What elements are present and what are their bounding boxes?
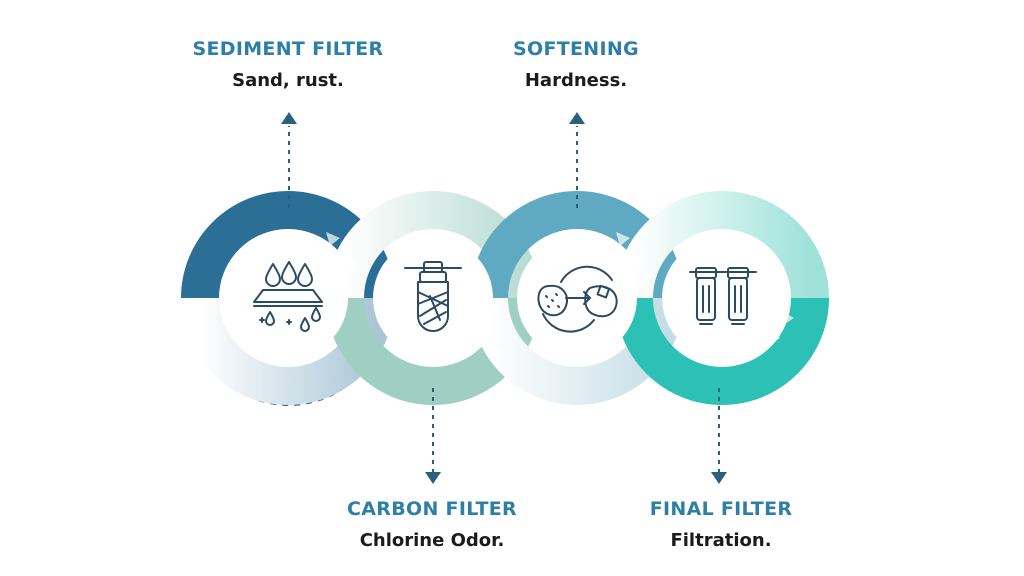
carbon-label: CARBON FILTER Chlorine Odor. xyxy=(302,498,562,551)
twin-filter-icon xyxy=(689,267,757,325)
sediment-label: SEDIMENT FILTER Sand, rust. xyxy=(158,38,418,91)
sediment-center xyxy=(228,238,348,358)
stage-subtitle: Hardness. xyxy=(524,70,628,91)
stage-subtitle: Filtration. xyxy=(670,530,772,551)
stage-title: CARBON FILTER xyxy=(347,498,517,520)
stage-title: SEDIMENT FILTER xyxy=(192,38,384,60)
stage-subtitle: Chlorine Odor. xyxy=(359,530,505,551)
final-label: FINAL FILTER Filtration. xyxy=(591,498,851,551)
stage-subtitle: Sand, rust. xyxy=(232,70,344,91)
final-center xyxy=(662,238,782,358)
flow-arrow-icon xyxy=(632,256,646,270)
arrow-down-icon xyxy=(711,472,727,484)
flow-arrow-icon xyxy=(344,256,358,270)
flow-arrow-icon xyxy=(616,232,630,246)
stage-title: FINAL FILTER xyxy=(649,498,793,520)
arrow-down-icon xyxy=(425,472,441,484)
arrow-up-icon xyxy=(281,112,297,124)
stage-title: SOFTENING xyxy=(513,38,639,60)
flow-arrow-icon xyxy=(490,342,504,358)
softening-stone-icon xyxy=(537,265,618,333)
arrow-up-icon xyxy=(569,112,585,124)
flow-arrow-icon xyxy=(326,232,340,246)
carbon-cartridge-icon xyxy=(404,261,462,332)
softening-label: SOFTENING Hardness. xyxy=(446,38,706,91)
final-ring xyxy=(615,191,829,405)
sediment-drops-icon xyxy=(253,261,323,332)
flow-arrow-icon xyxy=(780,310,794,326)
